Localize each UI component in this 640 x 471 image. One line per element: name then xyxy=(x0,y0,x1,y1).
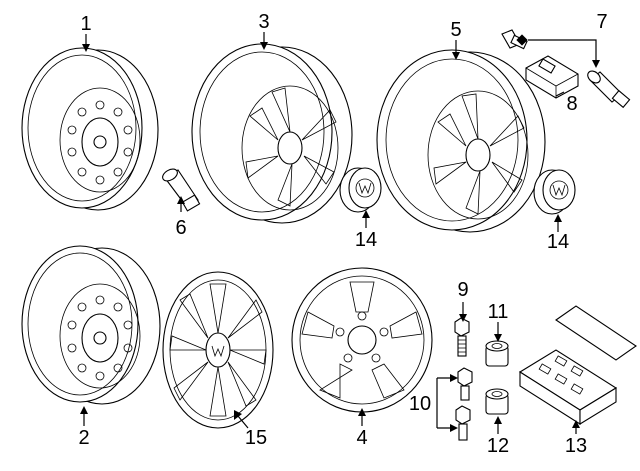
callout-11: 11 xyxy=(488,301,509,323)
callout-7: 7 xyxy=(596,11,607,33)
callout-15: 15 xyxy=(245,427,267,449)
callout-13: 13 xyxy=(565,435,587,457)
tire-pressure-sensor-icon xyxy=(525,55,579,99)
locking-bolt-key-icon xyxy=(485,388,509,415)
callout-1: 1 xyxy=(80,13,91,35)
alloy-wheel-icon xyxy=(191,43,353,224)
steel-wheel-icon xyxy=(21,245,161,405)
callout-10: 10 xyxy=(409,393,431,415)
callout-4: 4 xyxy=(356,427,367,449)
center-cap-icon xyxy=(339,167,382,213)
callout-6: 6 xyxy=(175,217,186,239)
valve-stem-icon xyxy=(162,168,201,212)
valve-stem-icon xyxy=(587,70,631,109)
callout-14-a: 14 xyxy=(355,229,377,251)
steel-wheel-icon xyxy=(21,47,159,211)
callout-5: 5 xyxy=(450,19,461,41)
alloy-wheel-icon xyxy=(291,267,433,413)
lug-bolt-icon xyxy=(455,405,471,441)
callout-9: 9 xyxy=(457,279,468,301)
wheel-cover-icon xyxy=(162,271,274,429)
wheel-lock-kit-icon xyxy=(518,305,637,425)
callout-2: 2 xyxy=(78,427,89,449)
leader-lines xyxy=(80,32,600,434)
callout-14-b: 14 xyxy=(547,231,569,253)
locking-bolt-key-icon xyxy=(485,340,509,367)
lug-bolt-icon xyxy=(457,367,473,401)
callout-12: 12 xyxy=(487,435,509,457)
callout-3: 3 xyxy=(258,11,269,33)
lug-bolt-icon xyxy=(454,317,470,357)
center-cap-icon xyxy=(533,169,576,215)
callout-8: 8 xyxy=(566,93,577,115)
alloy-wheel-icon xyxy=(376,49,546,233)
